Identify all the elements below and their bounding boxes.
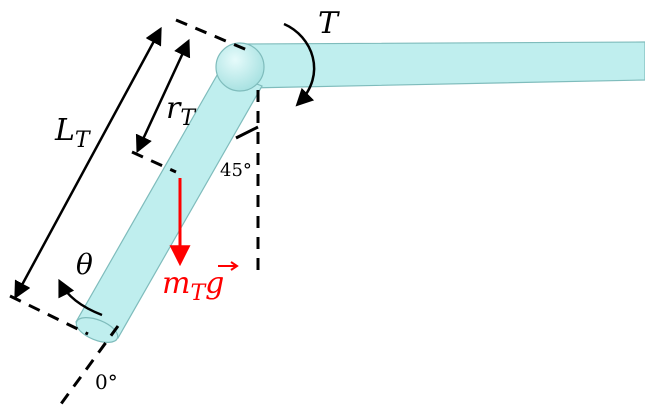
angle-45-marker bbox=[235, 125, 259, 140]
angle-zero-label: 0° bbox=[95, 370, 118, 394]
sphere-joint-icon bbox=[215, 42, 265, 92]
upper-link bbox=[237, 41, 645, 89]
angle-symbol-label: θ bbox=[76, 248, 93, 281]
angle-45-label: 45° bbox=[220, 160, 252, 181]
svg-text:mTg: mTg bbox=[162, 266, 224, 306]
torque-label: T bbox=[318, 6, 340, 41]
com-distance-arrow bbox=[135, 38, 191, 154]
curved-arrow-icon bbox=[283, 22, 316, 107]
lower-link-end-cap bbox=[75, 316, 119, 344]
link-length-label: LT bbox=[54, 113, 92, 153]
gravity-label: mTg bbox=[162, 261, 239, 306]
com-distance-label: rT bbox=[166, 91, 197, 131]
rotation-arrow-icon bbox=[58, 278, 103, 317]
